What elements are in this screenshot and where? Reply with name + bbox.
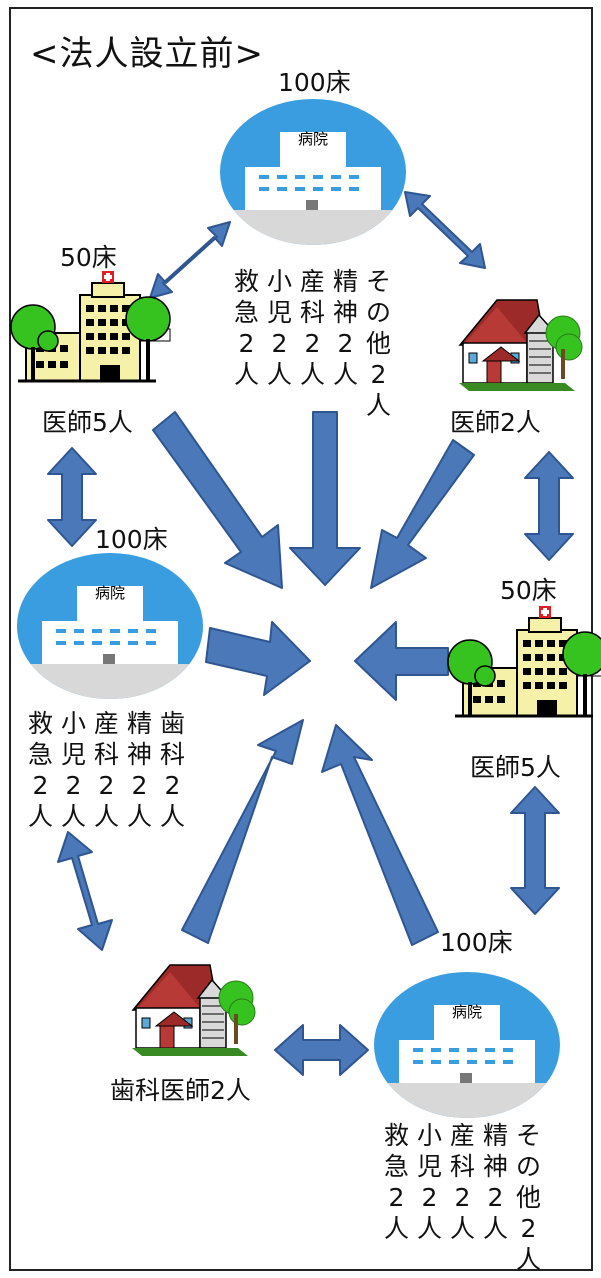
top-hospital-beds: 100床 bbox=[278, 68, 351, 97]
bottom-hospital-beds: 100床 bbox=[440, 928, 513, 957]
hospital-sign-left: 病院 bbox=[95, 584, 125, 602]
arrow-right-facility-to-center bbox=[354, 621, 449, 701]
arrow-left-hospital-to-center bbox=[205, 621, 311, 696]
house-icon-right bbox=[458, 299, 583, 392]
arrow-two-way-left-vertical bbox=[47, 447, 97, 547]
arrow-two-way-top-left bbox=[149, 221, 231, 299]
facility-icon-right bbox=[446, 604, 601, 718]
arrow-top-hospital-to-center bbox=[289, 411, 361, 586]
house-icon-dental bbox=[131, 964, 256, 1057]
arrow-two-way-right-vertical-top bbox=[524, 451, 574, 561]
arrow-two-way-bottom bbox=[274, 1024, 369, 1076]
arrow-left-facility-to-center bbox=[152, 411, 283, 589]
diagram-title: <法人設立前> bbox=[30, 34, 264, 74]
facility-icon-left bbox=[9, 269, 172, 383]
arrow-bottom-hospital-to-center bbox=[321, 724, 439, 946]
arrow-two-way-left-lower bbox=[57, 831, 113, 951]
right-clinic-staff: 医師2人 bbox=[450, 408, 541, 437]
hospital-sign-bottom: 病院 bbox=[452, 1003, 482, 1021]
right-facility-beds: 50床 bbox=[500, 576, 557, 605]
right-facility-staff: 医師5人 bbox=[470, 753, 561, 782]
arrow-dental-to-center bbox=[181, 719, 304, 944]
arrow-two-way-right-vertical-bottom bbox=[510, 786, 560, 915]
arrow-right-clinic-to-center bbox=[370, 439, 475, 589]
dental-clinic-staff: 歯科医師2人 bbox=[110, 1076, 251, 1105]
arrow-two-way-top-right bbox=[404, 191, 486, 269]
left-hospital-beds: 100床 bbox=[95, 525, 168, 554]
hospital-sign-top: 病院 bbox=[298, 130, 328, 148]
hospital-icon-top bbox=[213, 99, 413, 260]
left-facility-staff: 医師5人 bbox=[42, 408, 133, 437]
hospital-icon-left bbox=[10, 553, 210, 714]
left-facility-beds: 50床 bbox=[60, 243, 117, 272]
hospital-icon-bottom bbox=[367, 972, 567, 1133]
